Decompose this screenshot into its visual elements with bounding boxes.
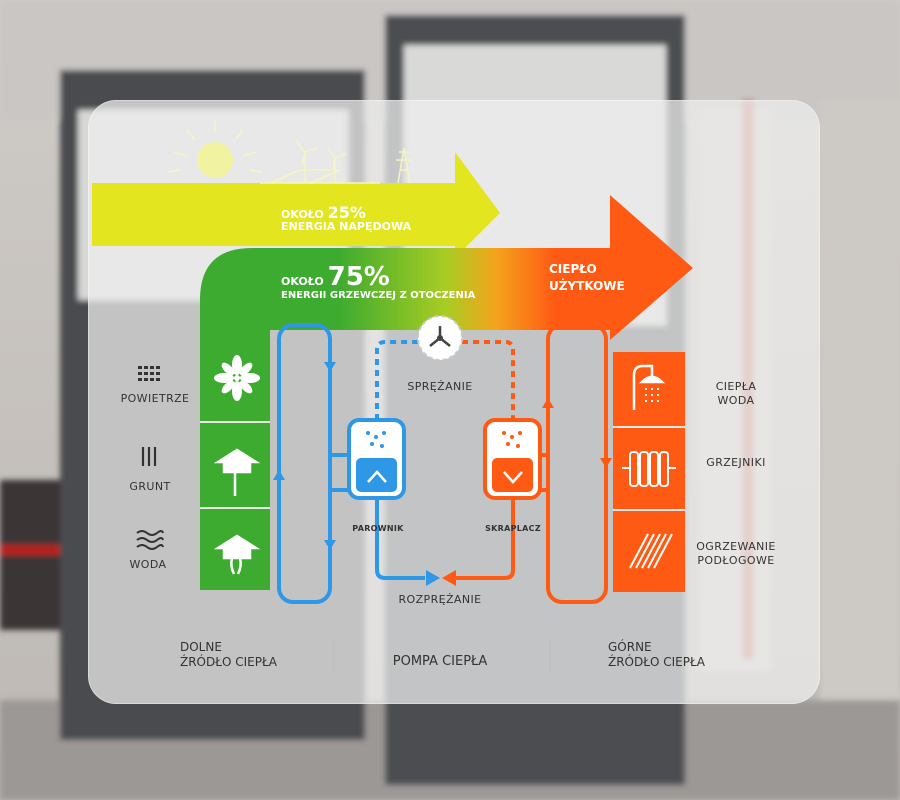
ambient-energy-prefix: OKOŁO — [281, 275, 324, 288]
sink-floor-line2: PODŁOGOWE — [697, 554, 775, 567]
water-waves-icon — [136, 530, 164, 550]
sink-hot-water-line1: CIEPŁA — [715, 380, 757, 393]
sink-hot-water-line2: WODA — [717, 394, 755, 407]
footer-pump-label: POMPA CIEPŁA — [392, 654, 488, 669]
expansion-label: ROZPRĘŻANIE — [398, 593, 482, 606]
condenser-label: SKRAPLACZ — [485, 524, 541, 533]
fan-icon — [214, 355, 260, 401]
water-house-icon — [213, 534, 261, 575]
radiator-icon — [622, 451, 676, 487]
renewables-illustration — [167, 120, 412, 184]
ambient-energy-percent: 75% — [327, 262, 390, 292]
drive-energy-label: ENERGIA NAPĘDOWA — [281, 220, 412, 233]
footer-upper-line1: GÓRNE — [608, 640, 652, 654]
source-water-label: WODA — [129, 558, 167, 571]
evaporator-vessel — [347, 418, 406, 500]
drive-energy-percent: 25% — [327, 203, 366, 222]
drive-energy-arrow — [92, 152, 500, 258]
useful-heat-line1: CIEPŁO — [549, 262, 597, 276]
source-ground-label: GRUNT — [129, 480, 171, 493]
floor-heating-icon — [629, 533, 673, 569]
compressor-icon — [417, 315, 463, 361]
useful-heat-line2: UŻYTKOWE — [549, 279, 625, 293]
air-grille-icon — [138, 366, 160, 381]
footer-upper-line2: ŹRÓDŁO CIEPŁA — [608, 655, 705, 669]
compression-label: SPRĘŻANIE — [407, 380, 473, 393]
drive-energy-prefix: OKOŁO — [281, 208, 324, 221]
condenser-vessel — [483, 418, 542, 500]
sink-radiators-label: GRZEJNIKI — [706, 456, 766, 469]
evaporator-label: PAROWNIK — [352, 524, 404, 533]
shower-icon — [632, 364, 666, 410]
drive-energy-text: OKOŁO 25% — [281, 203, 366, 222]
heat-flow-arrow — [200, 195, 693, 590]
ground-house-icon — [213, 448, 261, 496]
source-air-label: POWIETRZE — [120, 392, 190, 405]
evaporator-loop — [273, 323, 440, 604]
footer-lower-line1: DOLNE — [180, 640, 222, 654]
ambient-energy-label: ENERGII GRZEWCZEJ Z OTOCZENIA — [281, 290, 476, 301]
ground-probes-icon — [141, 447, 157, 466]
sink-floor-line1: OGRZEWANIE — [696, 540, 776, 553]
ambient-energy-text: OKOŁO 75% — [281, 264, 390, 290]
footer-lower-line2: ŹRÓDŁO CIEPŁA — [180, 655, 277, 669]
